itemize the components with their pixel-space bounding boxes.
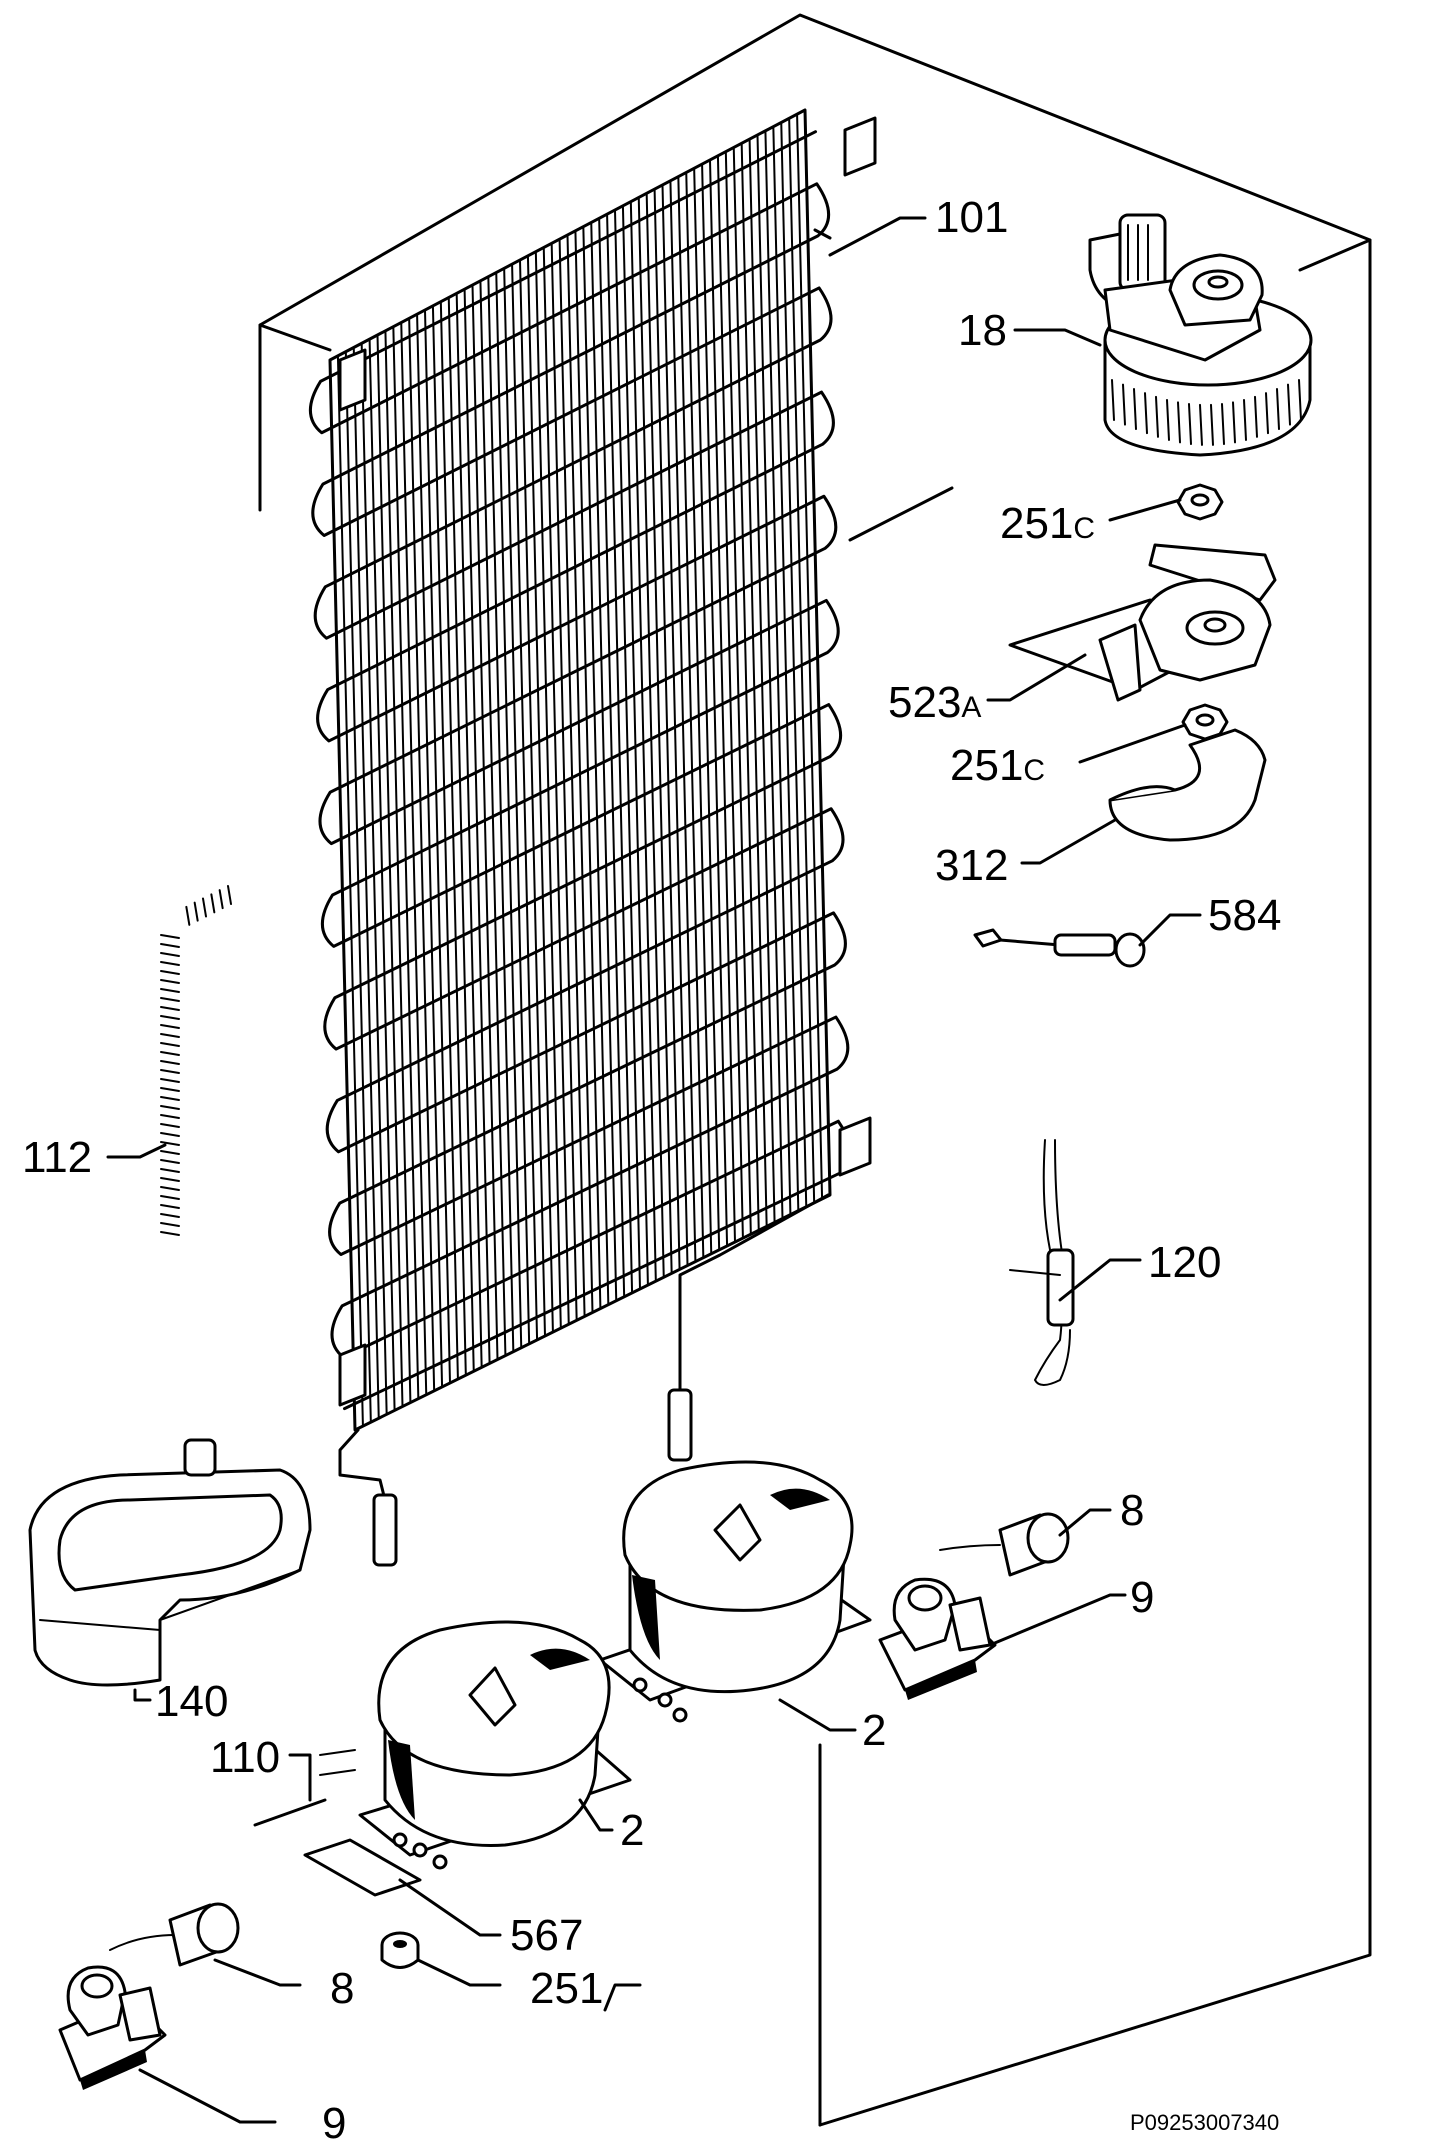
part-labels: 101 18 251C 523A 251C 312 584 112 120 8 …: [22, 193, 1281, 2142]
nut-251c-top: [1176, 483, 1224, 521]
label-567: 567: [510, 1911, 583, 1960]
label-101: 101: [935, 193, 1008, 242]
relay-8-right: [939, 1512, 1070, 1577]
label-251c-mid: 251C: [950, 741, 1045, 790]
label-140: 140: [155, 1677, 228, 1726]
fan-bracket-523a: [1008, 543, 1277, 702]
label-112: 112: [22, 1133, 92, 1182]
relay-8-left: [109, 1902, 240, 1967]
label-312: 312: [935, 841, 1008, 890]
cabinet-outline: [258, 13, 1372, 2127]
label-8-right: 8: [1120, 1486, 1144, 1535]
label-584: 584: [1208, 891, 1281, 940]
label-9-right: 9: [1130, 1573, 1154, 1622]
compressor-2-left: [319, 1620, 632, 1870]
drain-hose-112: [160, 885, 235, 1247]
filter-drier-120: [1009, 1139, 1075, 1386]
label-251: 251: [530, 1964, 603, 2013]
condenser-coil: [308, 108, 877, 1567]
label-110: 110: [210, 1733, 280, 1782]
fan-cover-312: [1108, 728, 1267, 842]
tube-110: [253, 1798, 327, 1827]
label-251c-top: 251C: [1000, 499, 1095, 548]
clamp-9-left: [58, 1965, 167, 2090]
clamp-9-right: [878, 1577, 997, 1700]
label-9-left: 9: [322, 2099, 346, 2142]
compressor-2-right: [598, 1460, 872, 1723]
grommet-251: [380, 1931, 420, 1969]
drawing-code: P09253007340: [1130, 2110, 1279, 2135]
label-2-left: 2: [620, 1806, 644, 1855]
label-120: 120: [1148, 1238, 1221, 1287]
leader-lines: [106, 216, 1202, 2124]
fan-motor: [1088, 213, 1313, 457]
plate-567: [303, 1838, 422, 1897]
label-18: 18: [958, 306, 1007, 355]
label-8-left: 8: [330, 1964, 354, 2013]
drip-tray-140: [28, 1438, 312, 1687]
label-523a: 523A: [888, 678, 981, 727]
sensor-584: [973, 928, 1146, 968]
label-2-right: 2: [862, 1706, 886, 1755]
